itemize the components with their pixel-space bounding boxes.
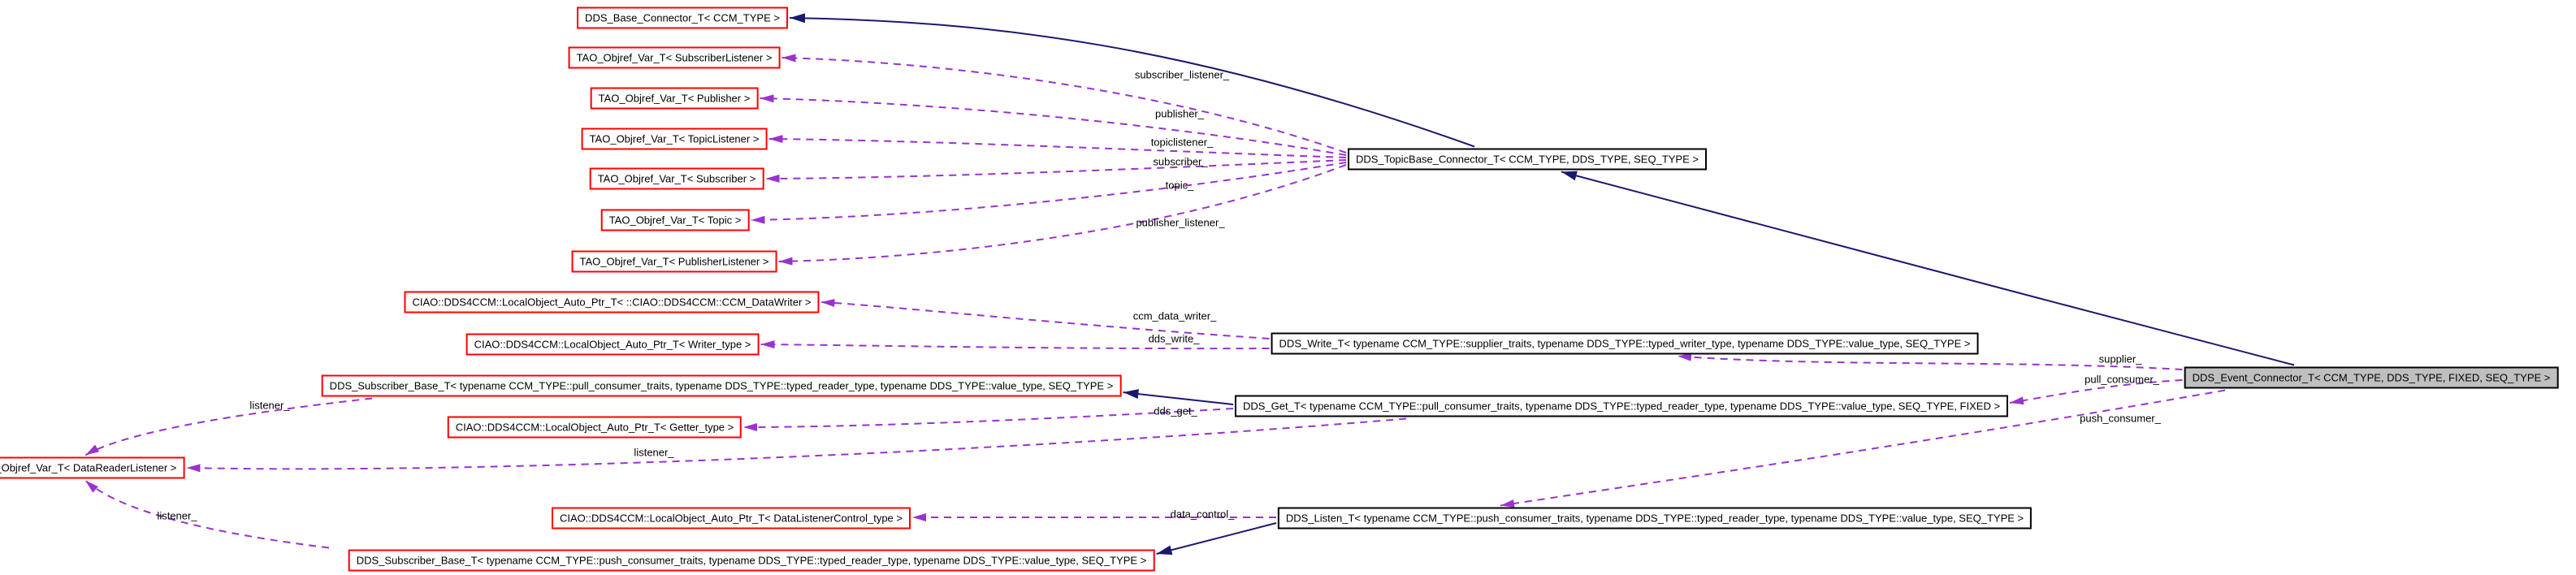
class-node-tao-topic-listener[interactable]: TAO_Objref_Var_T< TopicListener > [581,128,768,150]
edge-label-pull-consumer: pull_consumer_ [2085,373,2159,386]
usage-edge-usage-topiclistener [768,135,1347,158]
usage-edge-usage-supplier [1677,352,2183,370]
edge-label-dds-write: dds_write_ [1148,332,1200,345]
class-node-event-connector: DDS_Event_Connector_T< CCM_TYPE, DDS_TYP… [2184,366,2559,389]
usage-edge-usage-listener-mid [186,417,1407,473]
usage-edge-usage-topic [751,162,1347,224]
class-node-auto-ptr-getter[interactable]: CIAO::DDS4CCM::LocalObject_Auto_Ptr_T< G… [447,416,742,439]
class-node-subscriber-base-push[interactable]: DDS_Subscriber_Base_T< typename CCM_TYPE… [348,549,1155,572]
class-node-tao-topic[interactable]: TAO_Objref_Var_T< Topic > [600,209,750,231]
inheritance-edge-inherit-event-to-topicbase [1561,171,2295,366]
edge-label-listener-pull: listener_ [249,399,290,412]
edge-label-dds-get: dds_get_ [1154,404,1197,417]
edge-label-publisher: publisher_ [1155,107,1204,120]
usage-edge-usage-listener-push [84,479,330,549]
edge-label-listener-mid: listener_ [634,446,674,459]
usage-edge-usage-dds-write [760,340,1270,350]
usage-edge-usage-pull-consumer [2009,379,2183,405]
edge-label-subscriber: subscriber_ [1153,155,1208,168]
class-node-subscriber-base-pull[interactable]: DDS_Subscriber_Base_T< typename CCM_TYPE… [321,374,1122,397]
usage-edge-usage-publisher-listener [778,164,1347,266]
class-node-auto-ptr-datalistenercontrol[interactable]: CIAO::DDS4CCM::LocalObject_Auto_Ptr_T< D… [552,507,911,530]
usage-edge-usage-listener-pull [84,397,373,456]
class-node-tao-datareader-listener[interactable]: TAO_Objref_Var_T< DataReaderListener > [0,456,185,479]
class-node-tao-subscriber-listener[interactable]: TAO_Objref_Var_T< SubscriberListener > [568,46,781,69]
class-node-tao-subscriber[interactable]: TAO_Objref_Var_T< Subscriber > [589,167,764,190]
usage-edge-usage-subscriber-listener [781,54,1347,153]
edge-label-subscriber-listener: subscriber_listener_ [1134,68,1230,81]
inheritance-edge-inherit-get-to-subscriber-pull [1123,389,1234,405]
usage-edge-usage-publisher [760,94,1347,156]
class-node-auto-ptr-writer[interactable]: CIAO::DDS4CCM::LocalObject_Auto_Ptr_T< W… [465,333,760,356]
usage-edge-usage-ccm-data-writer [820,298,1270,339]
edge-label-topiclistener: topiclistener_ [1150,136,1214,149]
usage-edge-usage-push-consumer [1500,389,2226,508]
class-node-tao-publisher-listener[interactable]: TAO_Objref_Var_T< PublisherListener > [571,250,777,273]
edge-label-data-control: data_control_ [1170,508,1235,521]
edge-label-topic: topic_ [1165,179,1194,192]
class-node-dds-base-connector[interactable]: DDS_Base_Connector_T< CCM_TYPE > [577,6,788,29]
edge-label-listener-push: listener_ [157,509,197,522]
class-node-auto-ptr-ccm-datawriter[interactable]: CIAO::DDS4CCM::LocalObject_Auto_Ptr_T< :… [404,291,820,313]
inheritance-edge-inherit-listen-to-subscriber-push [1156,522,1277,556]
edge-label-supplier: supplier_ [2098,352,2142,365]
class-node-dds-write[interactable]: DDS_Write_T< typename CCM_TYPE::supplier… [1271,332,1979,355]
class-node-tao-publisher[interactable]: TAO_Objref_Var_T< Publisher > [590,87,759,110]
edge-label-ccm-data-writer: ccm_data_writer_ [1132,309,1217,322]
edge-label-publisher-listener: publisher_listener_ [1136,216,1225,229]
usage-edge-usage-subscriber [765,159,1347,183]
edge-label-push-consumer: push_consumer_ [2080,412,2161,425]
inheritance-edge-inherit-topicbase-to-base [789,13,1475,148]
class-node-dds-listen[interactable]: DDS_Listen_T< typename CCM_TYPE::push_co… [1277,507,2033,530]
class-node-topicbase-connector[interactable]: DDS_TopicBase_Connector_T< CCM_TYPE, DDS… [1348,148,1707,171]
class-node-dds-get[interactable]: DDS_Get_T< typename CCM_TYPE::pull_consu… [1234,395,2009,417]
